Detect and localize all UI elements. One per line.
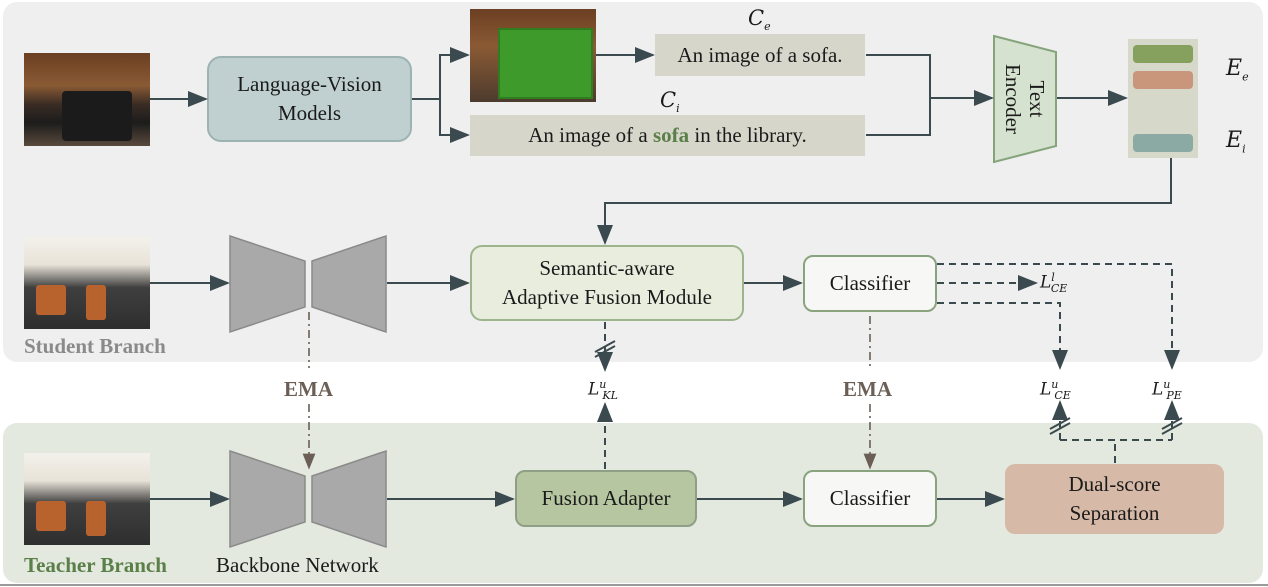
teacher-scene-photo: [24, 453, 150, 545]
fusion-adapter-label: Fusion Adapter: [541, 486, 671, 510]
teacher-classifier: Classifier: [803, 470, 937, 527]
library-photo: [24, 53, 150, 146]
dss-line-1: Dual-score: [1068, 472, 1161, 496]
dash-classifier-to-lce-u: [937, 302, 1068, 370]
bottom-border: [0, 584, 1268, 586]
loss-pe: LuPE: [1152, 378, 1182, 403]
arrow-embeddings-to-samf: [597, 158, 1172, 245]
dash-classifier-to-lpe: [937, 263, 1180, 370]
loss-kl: LuKL: [588, 378, 618, 403]
arrow-caption-e-to-merge: [866, 54, 931, 98]
samf-line-2: Adaptive Fusion Module: [502, 285, 712, 309]
embed-i-symbol: Ei: [1226, 128, 1246, 156]
embedding-e-orange: [1133, 71, 1193, 89]
loss-ce-labeled: LlCE: [1040, 271, 1068, 296]
arrow-caption-i-to-merge: [866, 98, 931, 136]
student-backbone-shape: [229, 234, 387, 334]
caption-i-text: An image of a sofa in the library.: [528, 123, 807, 147]
dss-line-2: Separation: [1069, 501, 1160, 525]
caption-i-highlight: sofa: [653, 123, 690, 147]
caption-i-box: An image of a sofa in the library.: [470, 115, 865, 156]
lvm-line-1: Language-Vision: [237, 72, 382, 96]
lvm-line-2: Models: [278, 101, 341, 125]
fusion-adapter: Fusion Adapter: [515, 470, 697, 527]
teacher-backbone-shape: [229, 449, 387, 549]
arrow-lvm-to-caption-i: [439, 99, 470, 143]
embedding-e-green: [1133, 45, 1193, 63]
teacher-classifier-label: Classifier: [829, 486, 911, 510]
student-classifier-label: Classifier: [829, 271, 911, 295]
teacher-branch-label: Teacher Branch: [24, 553, 167, 577]
student-classifier: Classifier: [803, 255, 937, 312]
caption-e-text: An image of a sofa.: [677, 42, 843, 67]
student-branch-label: Student Branch: [24, 334, 166, 358]
embed-e-symbol: Ee: [1226, 56, 1249, 84]
stop-gradient-pe: [1161, 417, 1183, 435]
student-scene-photo: [24, 237, 150, 329]
embedding-i-teal: [1133, 134, 1193, 152]
stop-gradient-ce: [1049, 417, 1071, 435]
ema-label-classifier: EMA: [843, 377, 892, 401]
backbone-network-label: Backbone Network: [216, 553, 379, 577]
caption-e-box: An image of a sofa.: [655, 34, 865, 76]
caption-i-symbol: Ci: [660, 88, 680, 116]
text-encoder-shape: [993, 34, 1057, 164]
segmented-sofa-photo: [470, 9, 596, 102]
stop-gradient-kl: [594, 340, 616, 358]
loss-ce-unlabeled: LuCE: [1040, 378, 1071, 403]
dash-dss-to-losses: [1060, 439, 1172, 463]
arrow-lvm-split: [412, 47, 470, 100]
caption-e-symbol: Ce: [748, 6, 771, 34]
ema-label-backbone: EMA: [284, 377, 333, 401]
text-embeddings: [1128, 39, 1198, 158]
samf-line-1: Semantic-aware: [539, 256, 675, 280]
